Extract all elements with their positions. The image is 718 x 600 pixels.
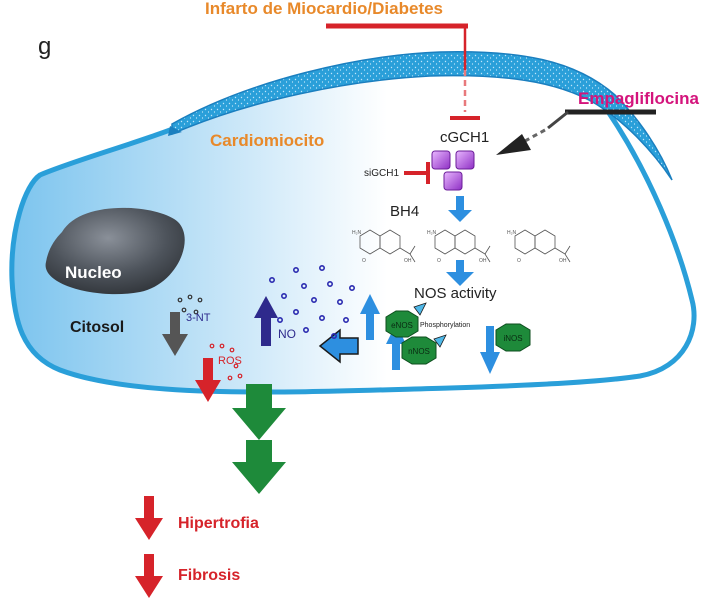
green-arrow-1 bbox=[232, 384, 286, 440]
ros-particles bbox=[209, 343, 243, 381]
svg-text:OH: OH bbox=[559, 258, 567, 264]
arrow-nos-to-no bbox=[318, 328, 359, 364]
fibrosis-label: Fibrosis bbox=[178, 567, 240, 584]
hypertrophy-label: Hipertrofia bbox=[178, 515, 259, 532]
drug-connector-dash bbox=[524, 128, 546, 143]
svg-text:O: O bbox=[437, 258, 441, 264]
phospho-triangle-2 bbox=[433, 334, 447, 348]
svg-text:OH: OH bbox=[479, 258, 487, 264]
enos-octagon: eNOS bbox=[385, 310, 419, 338]
green-arrow-2 bbox=[232, 440, 286, 494]
drug-arrowhead bbox=[496, 134, 531, 155]
bh4-structures: H₂N O OH H₂N O OH H₂N O OH bbox=[352, 229, 571, 264]
nnos-octagon: nNOS bbox=[401, 336, 437, 365]
no-label: NO bbox=[278, 327, 296, 341]
cytosol-label: Citosol bbox=[70, 319, 124, 336]
no-up-arrow bbox=[254, 296, 278, 346]
nucleus-label: Nucleo bbox=[65, 263, 122, 282]
phosphorylation-label: Phosphorylation bbox=[420, 322, 470, 329]
nt-down-arrow bbox=[162, 312, 188, 356]
svg-text:O: O bbox=[517, 258, 521, 264]
inos-label: iNOS bbox=[503, 334, 522, 343]
enzyme-label: cGCH1 bbox=[440, 129, 489, 146]
enos-up-arrow bbox=[360, 294, 380, 340]
nnos-label: nNOS bbox=[408, 347, 430, 356]
svg-text:H₂N: H₂N bbox=[427, 230, 437, 236]
nt-particles bbox=[177, 294, 203, 315]
nt-label: 3-NT bbox=[186, 312, 211, 324]
cell-label: Cardiomiocito bbox=[210, 131, 324, 150]
enos-label: eNOS bbox=[391, 321, 413, 330]
arrow-bh4-to-nos bbox=[446, 260, 474, 286]
cofactor-label: BH4 bbox=[390, 203, 419, 220]
enzyme-subunits bbox=[431, 150, 475, 191]
fibrosis-down-arrow bbox=[135, 554, 163, 598]
ros-down-arrow bbox=[195, 358, 221, 402]
svg-text:O: O bbox=[362, 258, 366, 264]
drug-label: Empagliflocina bbox=[578, 89, 699, 108]
nucleus bbox=[45, 207, 185, 295]
svg-text:OH: OH bbox=[404, 258, 412, 264]
inos-down-arrow bbox=[480, 326, 500, 374]
inos-octagon: iNOS bbox=[495, 323, 531, 352]
svg-text:H₂N: H₂N bbox=[352, 230, 362, 236]
activity-label: NOS activity bbox=[414, 285, 497, 302]
phospho-triangle-1 bbox=[413, 302, 427, 316]
drug-connector bbox=[547, 110, 569, 130]
arrow-enzyme-to-bh4 bbox=[448, 196, 472, 222]
title: Infarto de Miocardio/Diabetes bbox=[205, 0, 443, 18]
cell-membrane-band bbox=[171, 51, 673, 181]
membrane-notch bbox=[168, 126, 182, 136]
inhibitor-label: siGCH1 bbox=[364, 168, 399, 179]
no-particles bbox=[268, 264, 355, 339]
svg-text:H₂N: H₂N bbox=[507, 230, 517, 236]
hypertrophy-down-arrow bbox=[135, 496, 163, 540]
ros-label: ROS bbox=[218, 355, 242, 367]
panel-label: g bbox=[38, 33, 51, 60]
